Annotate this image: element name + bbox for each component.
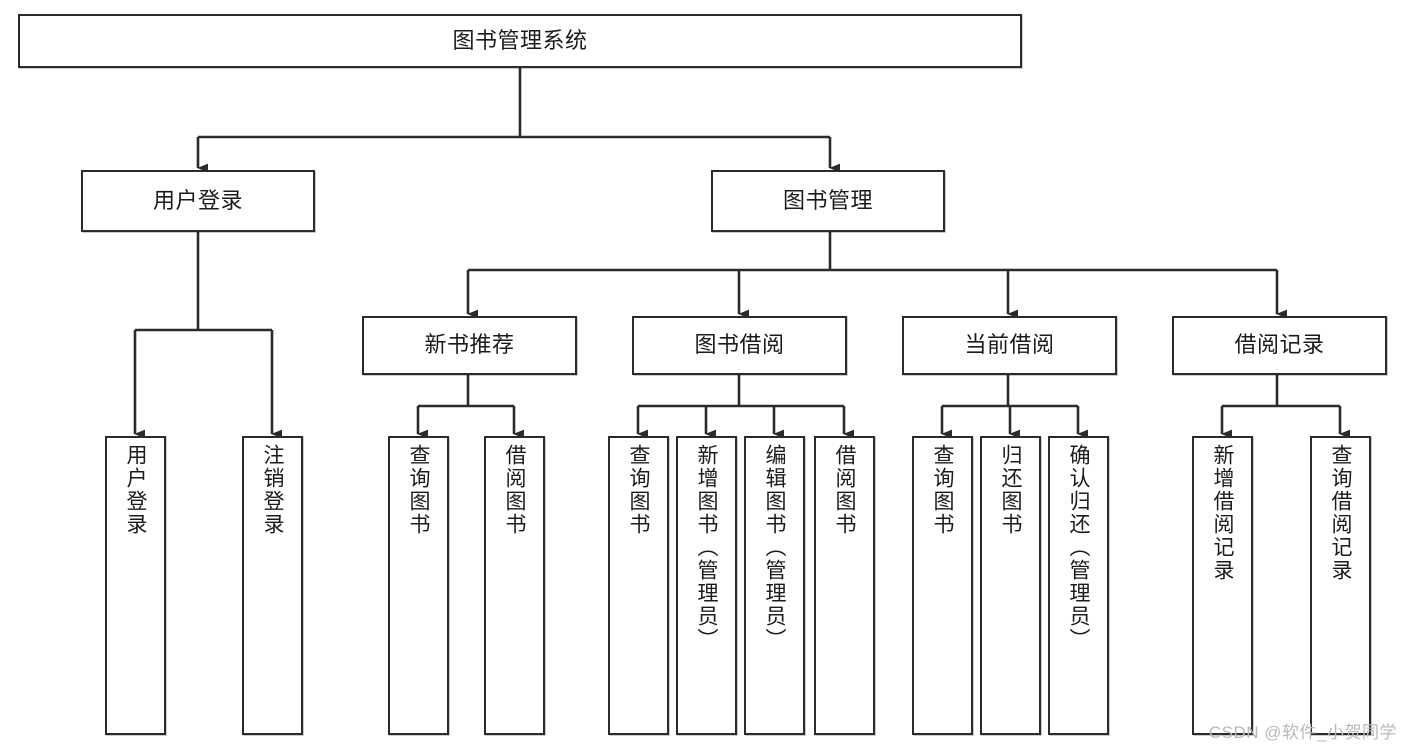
node-leaf-logout-login[interactable]: 注销登录 bbox=[242, 436, 303, 735]
node-leaf-user-login[interactable]: 用户登录 bbox=[105, 436, 166, 735]
node-leaf-add-record-label: 新增借阅记录 bbox=[1211, 444, 1234, 582]
node-leaf-query-book-2[interactable]: 查询图书 bbox=[608, 436, 669, 735]
node-leaf-query-book-2-label: 查询图书 bbox=[627, 444, 650, 536]
node-leaf-edit-book[interactable]: 编辑图书（管理员） bbox=[744, 436, 805, 735]
node-leaf-query-record-label: 查询借阅记录 bbox=[1329, 444, 1352, 582]
node-leaf-user-login-label: 用户登录 bbox=[124, 444, 147, 536]
node-leaf-borrow-book-2-label: 借阅图书 bbox=[833, 444, 856, 536]
node-leaf-edit-book-label: 编辑图书（管理员） bbox=[763, 444, 786, 651]
node-leaf-query-book-1-label: 查询图书 bbox=[407, 444, 430, 536]
node-leaf-logout-login-label: 注销登录 bbox=[261, 444, 284, 536]
node-book-manage-label: 图书管理 bbox=[782, 187, 873, 213]
node-leaf-confirm-return[interactable]: 确认归还（管理员） bbox=[1048, 436, 1109, 735]
node-root[interactable]: 图书管理系统 bbox=[18, 14, 1022, 68]
node-book-manage[interactable]: 图书管理 bbox=[711, 170, 945, 232]
node-book-borrow[interactable]: 图书借阅 bbox=[632, 316, 847, 375]
node-leaf-add-record[interactable]: 新增借阅记录 bbox=[1192, 436, 1253, 735]
node-leaf-confirm-return-label: 确认归还（管理员） bbox=[1067, 444, 1090, 651]
node-leaf-return-book-label: 归还图书 bbox=[999, 444, 1022, 536]
node-current-borrow-label: 当前借阅 bbox=[964, 332, 1055, 358]
node-user-login[interactable]: 用户登录 bbox=[81, 170, 315, 232]
node-current-borrow[interactable]: 当前借阅 bbox=[902, 316, 1117, 375]
node-leaf-return-book[interactable]: 归还图书 bbox=[980, 436, 1041, 735]
node-leaf-query-record[interactable]: 查询借阅记录 bbox=[1310, 436, 1371, 735]
node-borrow-record[interactable]: 借阅记录 bbox=[1172, 316, 1387, 375]
node-new-book-recommend[interactable]: 新书推荐 bbox=[362, 316, 577, 375]
node-book-borrow-label: 图书借阅 bbox=[694, 332, 785, 358]
node-leaf-query-book-3[interactable]: 查询图书 bbox=[912, 436, 973, 735]
node-leaf-query-book-3-label: 查询图书 bbox=[931, 444, 954, 536]
node-leaf-borrow-book-1[interactable]: 借阅图书 bbox=[484, 436, 545, 735]
node-new-book-recommend-label: 新书推荐 bbox=[424, 332, 515, 358]
node-root-label: 图书管理系统 bbox=[452, 27, 588, 53]
node-leaf-borrow-book-2[interactable]: 借阅图书 bbox=[814, 436, 875, 735]
node-borrow-record-label: 借阅记录 bbox=[1234, 332, 1325, 358]
node-leaf-add-book[interactable]: 新增图书（管理员） bbox=[676, 436, 737, 735]
node-user-login-label: 用户登录 bbox=[152, 187, 243, 213]
node-leaf-query-book-1[interactable]: 查询图书 bbox=[388, 436, 449, 735]
node-leaf-borrow-book-1-label: 借阅图书 bbox=[503, 444, 526, 536]
node-leaf-add-book-label: 新增图书（管理员） bbox=[695, 444, 718, 651]
